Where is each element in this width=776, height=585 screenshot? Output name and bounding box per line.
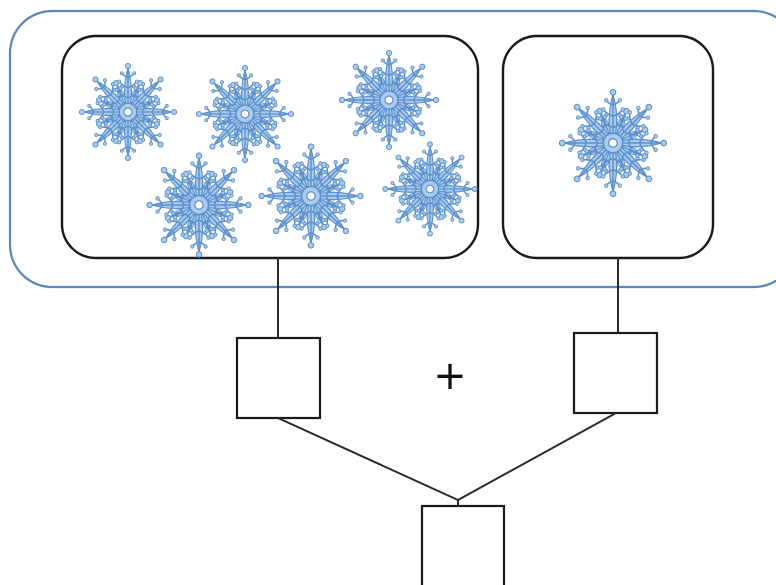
outer-frame [8,9,776,289]
connector-line [277,417,459,501]
snowflake-icon [338,49,440,151]
snowflake-icon [195,64,295,164]
snowflake-icon [382,141,478,237]
snowflake-icon [258,143,364,249]
answer-box-left[interactable] [235,336,322,420]
right-group-box [501,34,715,260]
snowflake-icon [558,88,668,198]
connector-line [457,412,617,501]
snowflake-icon [78,62,178,162]
answer-box-sum[interactable] [420,504,506,585]
answer-box-right[interactable] [572,331,659,415]
left-group-box [60,34,480,260]
snowflake-icon [146,152,252,258]
plus-sign: + [433,353,467,399]
